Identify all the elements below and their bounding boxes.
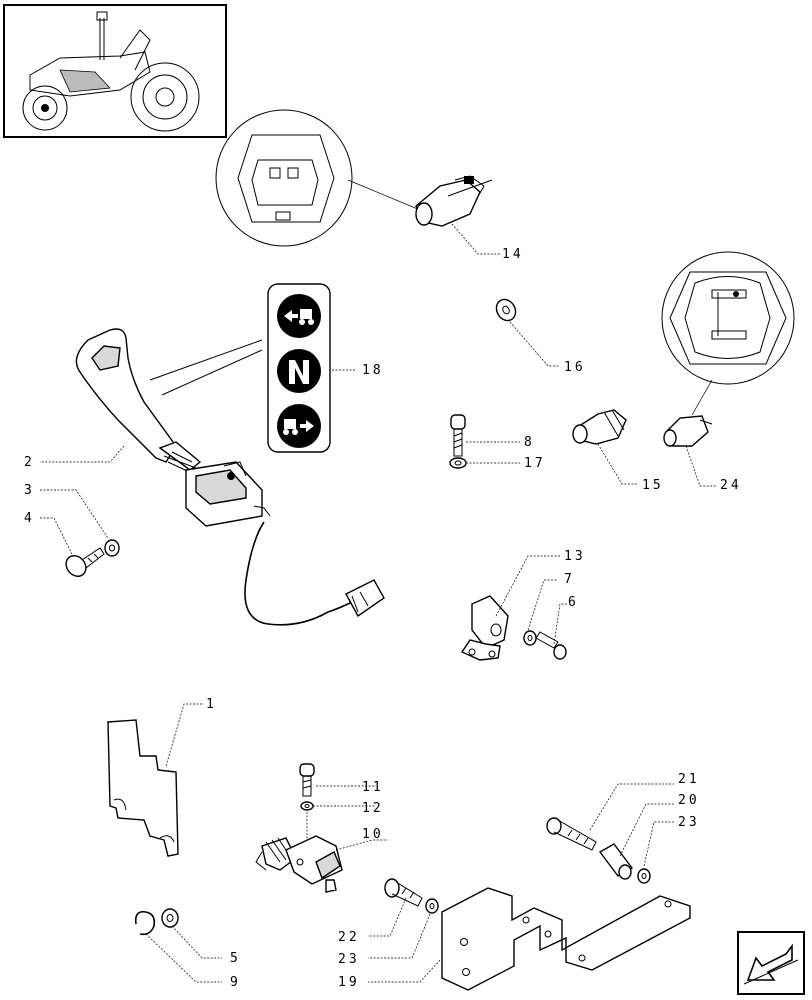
part-6-screw	[535, 631, 567, 660]
part-21-bolt	[546, 817, 597, 851]
part-12-washer	[300, 801, 314, 811]
label-23-lower: 23	[338, 952, 360, 967]
part-24-detail-circle	[661, 251, 795, 416]
label-13: 13	[564, 549, 586, 564]
part-23-washer-lower	[425, 898, 439, 914]
label-16: 16	[564, 360, 586, 375]
label-18: 18	[362, 363, 384, 378]
label-1: 1	[206, 697, 217, 712]
part-14-sensor	[415, 175, 493, 227]
label-5: 5	[230, 951, 241, 966]
tractor-thumbnail-icon	[3, 4, 227, 138]
part-10-switch	[255, 835, 343, 893]
label-6: 6	[568, 595, 579, 610]
part-11-bolt	[299, 763, 315, 797]
label-3: 3	[24, 483, 35, 498]
back-arrow-icon[interactable]	[737, 931, 805, 995]
part-9-clip	[134, 910, 156, 936]
part-14-detail-circle	[215, 109, 421, 247]
part-3-washer	[104, 539, 120, 557]
label-8: 8	[524, 435, 535, 450]
forward-neutral-reverse-icon	[267, 283, 331, 453]
part-17-washer	[449, 457, 467, 469]
part-20-spacer	[598, 843, 634, 880]
part-7-washer	[523, 630, 537, 646]
part-16-washer	[495, 298, 517, 322]
part-2-shuttle-lever	[75, 328, 385, 626]
label-20: 20	[678, 793, 700, 808]
part-19-mounting-bracket	[441, 887, 691, 991]
label-9: 9	[230, 975, 241, 990]
label-12: 12	[362, 801, 384, 816]
part-1-gasket	[107, 719, 179, 857]
part-15-adapter	[572, 409, 627, 445]
part-4-screw	[65, 547, 105, 577]
label-19: 19	[338, 975, 360, 990]
part-13-bracket	[460, 595, 509, 661]
label-24: 24	[720, 478, 742, 493]
label-17: 17	[524, 456, 546, 471]
label-23-upper: 23	[678, 815, 700, 830]
part-8-bolt	[450, 414, 466, 457]
part-23-washer-upper	[637, 868, 651, 884]
label-14: 14	[502, 247, 524, 262]
label-15: 15	[642, 478, 664, 493]
part-22-bolt	[384, 878, 423, 907]
label-10: 10	[362, 827, 384, 842]
part-24-sensor	[663, 415, 713, 447]
label-22: 22	[338, 930, 360, 945]
label-2: 2	[24, 455, 35, 470]
label-21: 21	[678, 772, 700, 787]
label-7: 7	[564, 572, 575, 587]
label-11: 11	[362, 780, 384, 795]
part-5-washer	[161, 908, 179, 928]
label-4: 4	[24, 511, 35, 526]
